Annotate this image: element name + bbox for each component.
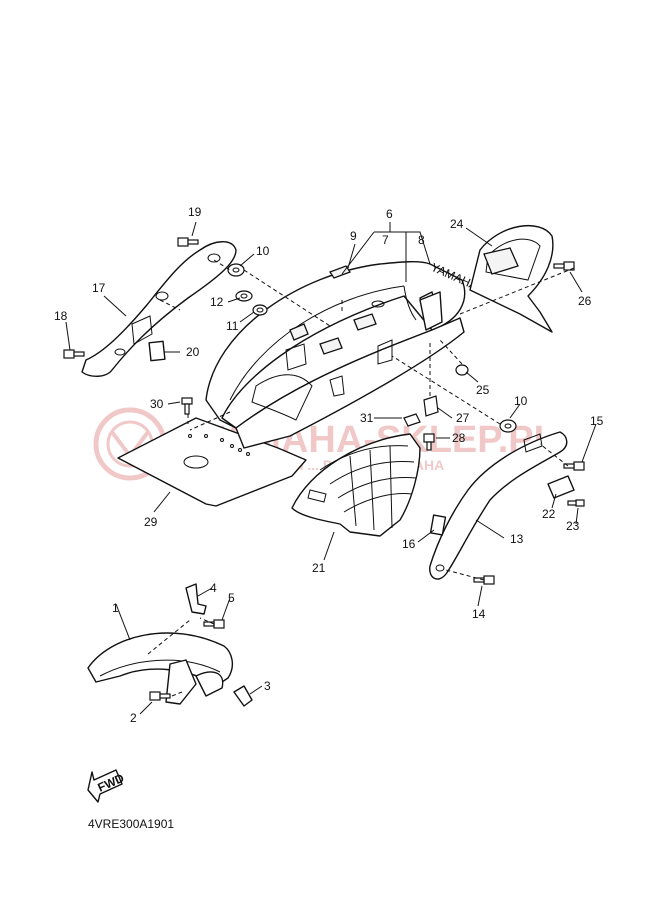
callout-29: 29 [144,515,158,529]
callout-11: 11 [226,319,239,333]
assembly-lines [159,259,575,697]
part-4-bracket [185,583,207,615]
callout-21: 21 [312,561,326,575]
callout-9: 9 [350,229,357,243]
grommet-10b-icon [499,419,517,433]
callout-3: 3 [264,679,271,693]
part-16-reflector [429,514,447,536]
callout-12: 12 [210,295,224,309]
callout-4: 4 [210,581,217,595]
bolt-2-icon [149,691,171,701]
diagram-code: 4VRE300A1901 [88,817,174,831]
part-22-bracket [547,475,575,499]
callout-24: 24 [450,217,464,231]
callout-10b: 10 [514,394,528,408]
collar-11-icon [252,304,268,316]
part-29-flap-plate [117,417,307,507]
grommet-10a-icon [227,263,245,277]
bolt-15-icon [563,461,585,471]
part-17-left-grab-rail [81,241,237,377]
callout-13: 13 [510,532,524,546]
part-13-right-grab-rail [429,431,568,580]
part-1-front-fender [87,619,234,705]
washer-12-icon [235,290,253,302]
callout-10a: 10 [256,244,270,258]
callout-5: 5 [228,591,235,605]
bolt-23-icon [567,499,585,507]
callout-30: 30 [150,397,164,411]
callout-28: 28 [452,431,466,445]
bolt-26-icon [553,261,575,271]
part-20-reflector [148,340,166,362]
bolt-18-icon [63,349,85,359]
hardware [63,237,585,701]
callout-2: 2 [130,711,137,725]
callout-18: 18 [54,309,68,323]
leader-lines [65,221,597,715]
callout-1: 1 [112,601,119,615]
callout-31: 31 [360,411,374,425]
callouts: 1 2 3 4 5 6 7 8 9 10 10 11 12 13 14 15 1… [54,205,604,725]
callout-17: 17 [92,281,106,295]
callout-25: 25 [476,383,490,397]
bolt-28-icon [423,433,435,451]
clip-27-icon [423,395,439,417]
callout-20: 20 [186,345,200,359]
callout-26: 26 [578,294,592,308]
bolt-30-icon [181,397,193,415]
nut-31-icon [403,413,421,427]
callout-23: 23 [566,519,580,533]
fwd-arrow-icon: FWD [87,769,127,803]
nut-25-icon [455,364,469,376]
callout-15: 15 [590,414,604,428]
callout-27: 27 [456,411,470,425]
part-3-clip [233,685,253,707]
callout-6: 6 [386,207,393,221]
part-24-tail-light [469,224,554,333]
bolt-19-icon [177,237,199,247]
fwd-label: FWD [96,771,127,795]
part-6-rear-fender: YAMAHA [205,260,480,449]
part-21-inner-mudguard [291,433,421,537]
callout-22: 22 [542,507,556,521]
callout-7: 7 [382,233,389,247]
callout-16: 16 [402,537,416,551]
callout-19: 19 [188,205,202,219]
callout-14: 14 [472,607,486,621]
callout-8: 8 [418,233,425,247]
